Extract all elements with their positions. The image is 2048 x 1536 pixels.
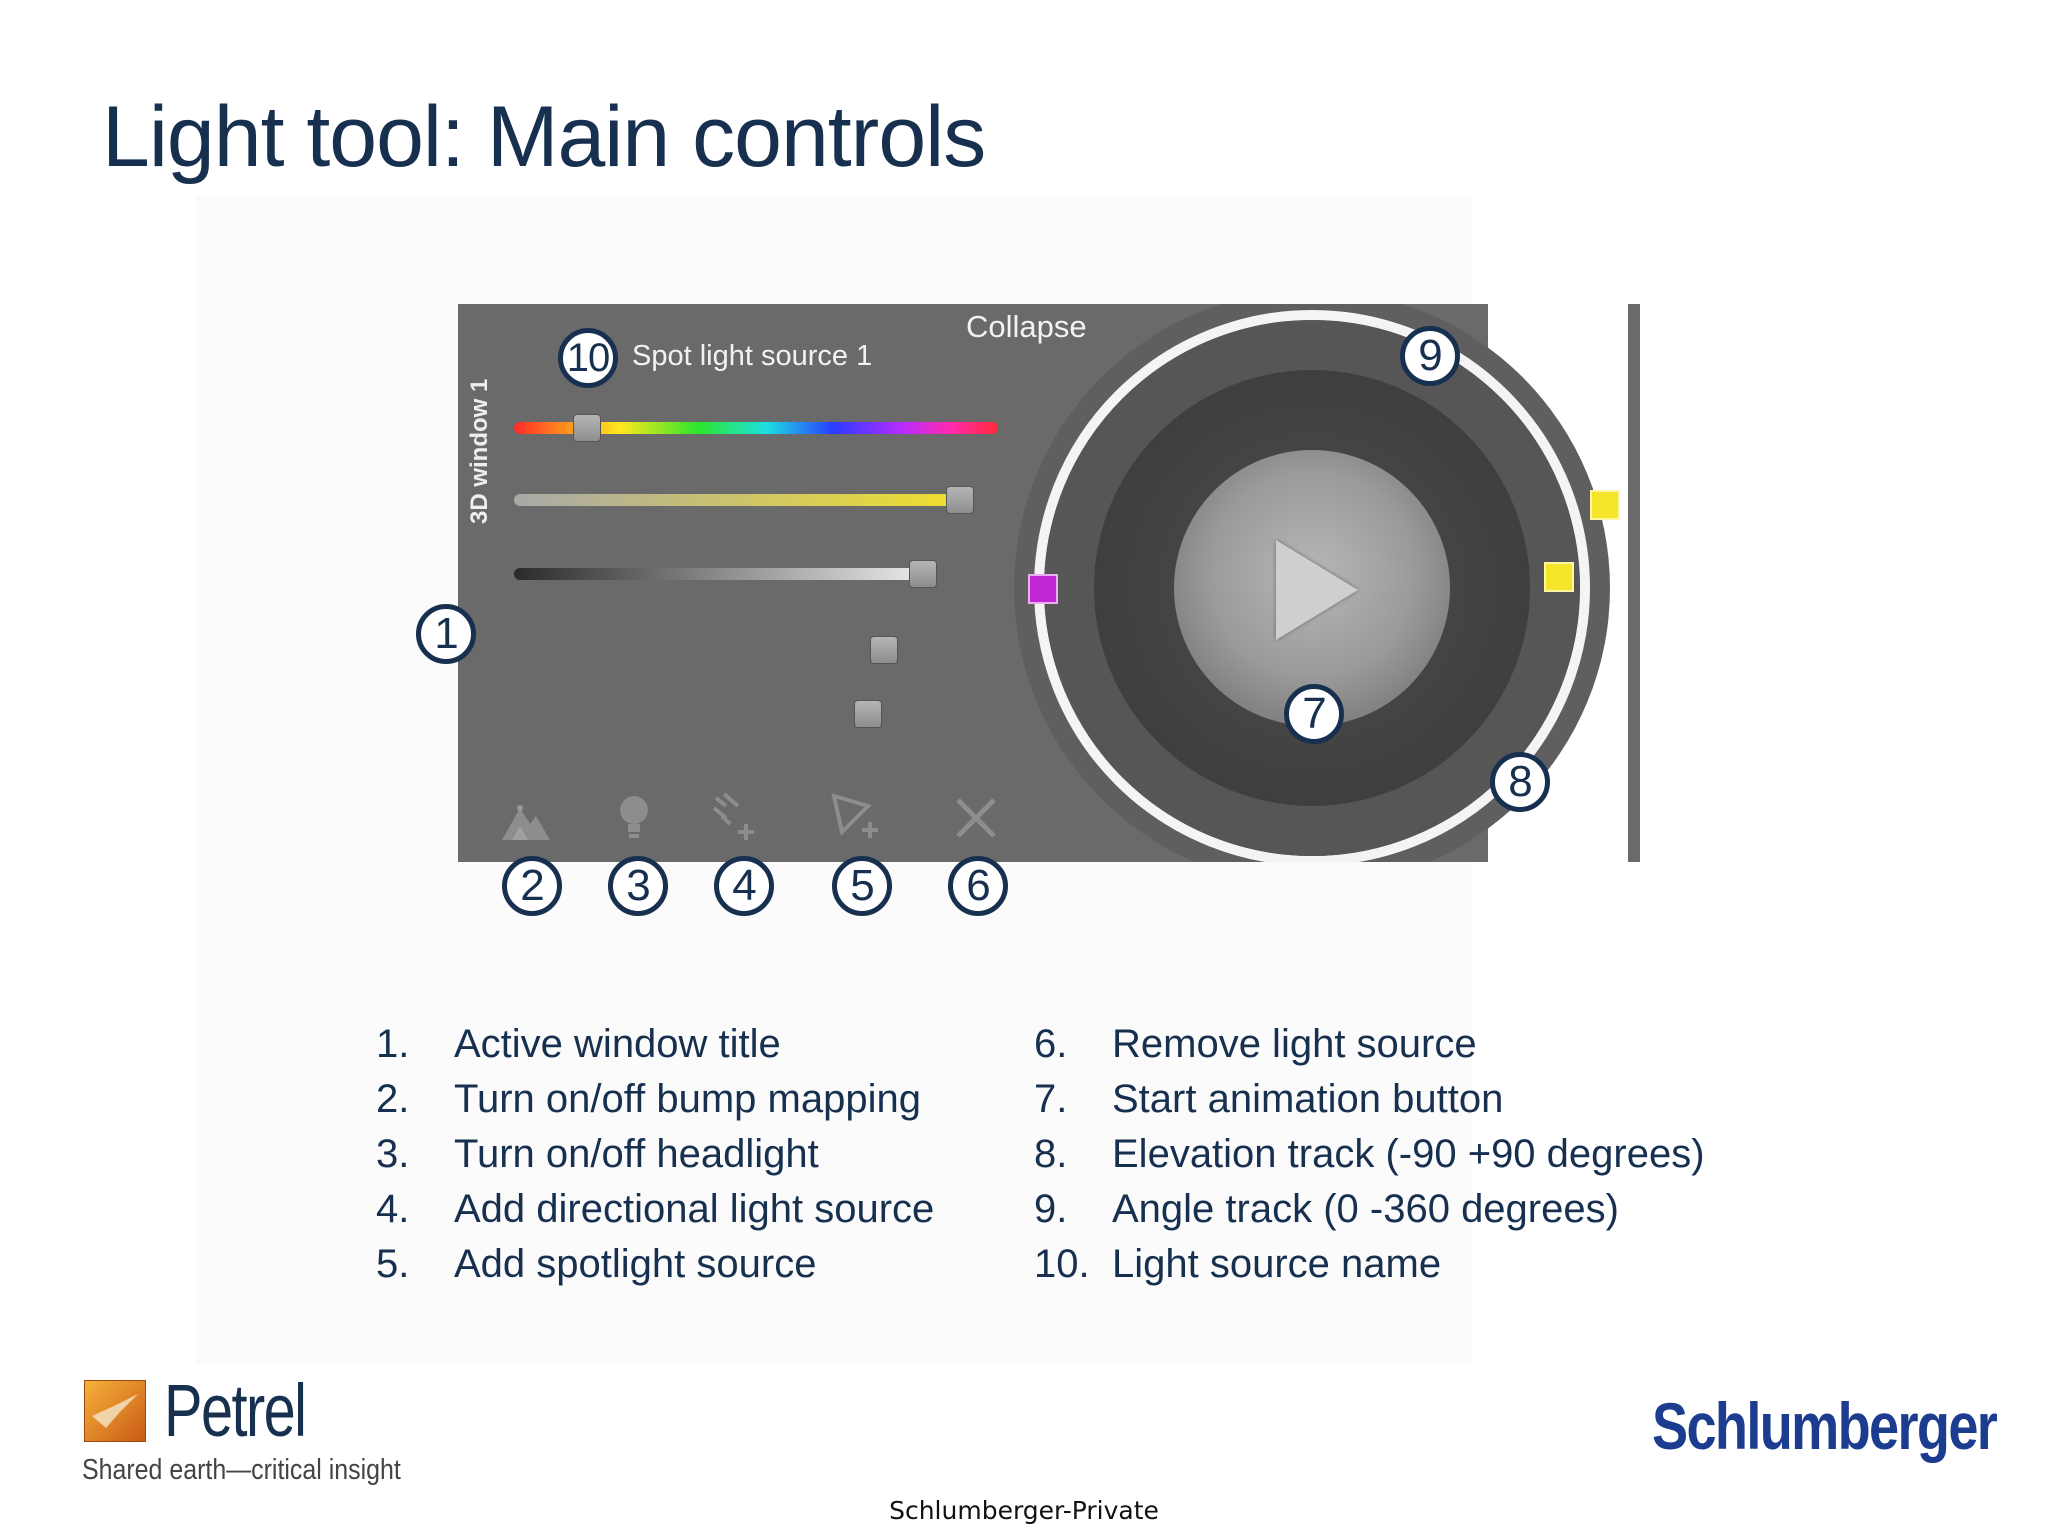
legend-item: 7.Start animation button [1034, 1077, 1504, 1121]
petrel-logo-icon [83, 1379, 147, 1443]
elevation-marker-yellow[interactable] [1544, 562, 1574, 592]
callout-9: 9 [1400, 326, 1460, 386]
collapse-button[interactable]: Collapse [966, 309, 1087, 344]
callout-6: 6 [948, 856, 1008, 916]
schlumberger-logo: Schlumberger [1652, 1389, 1998, 1463]
active-window-title: 3D window 1 [466, 378, 493, 524]
hue-slider-track[interactable] [514, 422, 998, 434]
legend-item: 9.Angle track (0 -360 degrees) [1034, 1187, 1619, 1231]
legend-left: 1.Active window title 2.Turn on/off bump… [376, 1022, 934, 1297]
legend-item: 5.Add spotlight source [376, 1242, 817, 1286]
hue-slider-thumb[interactable] [572, 414, 601, 442]
petrel-tagline: Shared earth—critical insight [82, 1454, 401, 1486]
slide-title: Light tool: Main controls [102, 89, 986, 185]
spotlight-icon[interactable] [828, 790, 884, 846]
legend-item: 8.Elevation track (-90 +90 degrees) [1034, 1132, 1705, 1176]
small-slider-thumb[interactable] [854, 700, 882, 728]
legend-right: 6.Remove light source 7.Start animation … [1034, 1022, 1705, 1297]
headlight-bulb-icon[interactable] [606, 790, 662, 846]
intensity-slider-thumb[interactable] [946, 486, 975, 514]
intensity-slider-track[interactable] [514, 494, 974, 506]
legend-item: 3.Turn on/off headlight [376, 1132, 819, 1176]
brightness-slider-track[interactable] [514, 568, 936, 580]
callout-2: 2 [502, 856, 562, 916]
legend-item: 6.Remove light source [1034, 1022, 1477, 1066]
callout-8: 8 [1490, 752, 1550, 812]
bump-mapping-icon[interactable] [498, 790, 554, 846]
callout-7: 7 [1284, 684, 1344, 744]
directional-light-icon[interactable] [708, 790, 764, 846]
callout-3: 3 [608, 856, 668, 916]
light-tool-panel: Spot light source 1 Collapse 3D window 1 [458, 304, 1640, 862]
legend-item: 10.Light source name [1034, 1242, 1442, 1286]
petrel-wordmark: Petrel [164, 1369, 307, 1452]
angle-marker-yellow[interactable] [1590, 490, 1620, 520]
brightness-slider-thumb[interactable] [909, 560, 938, 588]
play-icon [1276, 540, 1358, 640]
callout-1: 1 [416, 604, 476, 664]
small-slider-thumb[interactable] [870, 636, 898, 664]
callout-4: 4 [714, 856, 774, 916]
callout-10: 10 [558, 328, 618, 388]
legend-item: 1.Active window title [376, 1022, 781, 1066]
callout-5: 5 [832, 856, 892, 916]
legend-item: 4.Add directional light source [376, 1187, 935, 1231]
legend-item: 2.Turn on/off bump mapping [376, 1077, 921, 1121]
footer-classification: Schlumberger-Private [889, 1496, 1159, 1525]
close-icon[interactable] [948, 790, 1004, 846]
light-source-name[interactable]: Spot light source 1 [632, 340, 873, 372]
angle-marker-magenta[interactable] [1028, 574, 1058, 604]
